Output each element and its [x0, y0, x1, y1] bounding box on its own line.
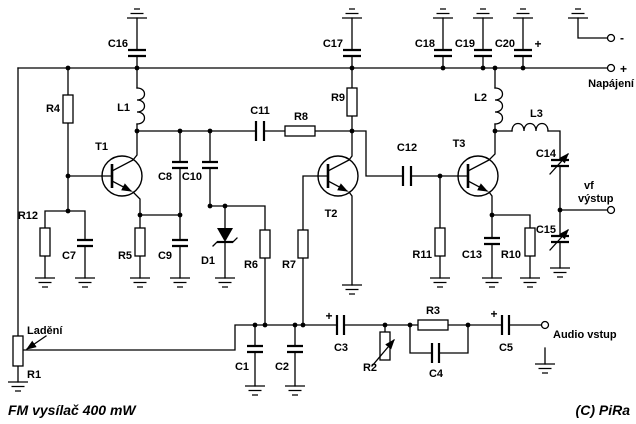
trimmer-capacitor-c15 [549, 229, 569, 251]
minus-sign-supply: - [620, 31, 624, 45]
power-plus-terminal [606, 63, 616, 73]
annotation-power-supply: Napájení [588, 78, 635, 90]
label-c12: C12 [397, 142, 417, 154]
plus-sign-c5: + [490, 307, 497, 321]
capacitor-c19 [474, 48, 492, 58]
label-l1: L1 [117, 102, 130, 114]
power-minus-terminal [606, 33, 616, 43]
label-l2: L2 [474, 92, 487, 104]
label-c14: C14 [536, 148, 557, 160]
capacitor-c10 [202, 160, 218, 170]
capacitor-c18 [434, 48, 452, 58]
resistor-r12 [39, 227, 51, 257]
labels: C16 C17 C18 C19 C20 + - + Napájení R4 L1… [8, 31, 635, 418]
copyright-text: (C) PiRa [576, 402, 631, 418]
capacitor-c5 [500, 315, 511, 335]
capacitor-c16 [128, 48, 146, 58]
label-c20: C20 [495, 38, 515, 50]
plus-sign-supply: + [620, 62, 627, 76]
rf-output-terminal [606, 205, 616, 215]
annotation-rf-output-1: vf [584, 180, 594, 192]
audio-input-terminal [540, 320, 550, 330]
label-t1: T1 [95, 141, 108, 153]
label-r8: R8 [294, 111, 308, 123]
inductor-l3 [511, 122, 549, 132]
transistor-t1 [101, 130, 143, 216]
label-r2: R2 [363, 362, 377, 374]
label-c2: C2 [275, 361, 289, 373]
label-c17: C17 [323, 38, 343, 50]
label-l3: L3 [530, 108, 543, 120]
label-c4: C4 [429, 368, 444, 380]
annotation-audio-input: Audio vstup [553, 329, 617, 341]
label-r4: R4 [46, 103, 61, 115]
capacitor-c1 [247, 344, 263, 354]
label-r3: R3 [426, 305, 440, 317]
annotation-rf-output-2: výstup [578, 193, 614, 205]
capacitor-c20 [514, 48, 532, 58]
ground-symbols [7, 8, 589, 396]
label-r10: R10 [501, 249, 521, 261]
label-r9: R9 [331, 92, 345, 104]
label-r12: R12 [18, 210, 38, 222]
label-c3: C3 [334, 342, 348, 354]
capacitor-c4 [430, 343, 441, 363]
label-c9: C9 [158, 250, 172, 262]
trimmer-capacitor-c14 [549, 153, 569, 175]
capacitor-c7 [77, 238, 93, 248]
resistor-r6 [259, 229, 271, 259]
label-r1: R1 [27, 369, 41, 381]
label-r5: R5 [118, 250, 132, 262]
capacitor-c13 [484, 236, 500, 246]
resistor-r10 [524, 227, 536, 257]
capacitor-c3 [335, 315, 346, 335]
label-r11: R11 [412, 249, 432, 261]
varicap-diode-d1 [212, 228, 238, 247]
label-c11: C11 [250, 105, 270, 117]
schematic-title: FM vysílač 400 mW [8, 402, 137, 418]
capacitor-c8 [172, 160, 188, 170]
inductor-l1 [136, 87, 146, 125]
capacitor-c17 [343, 48, 361, 58]
resistor-r11 [434, 227, 446, 257]
label-c19: C19 [455, 38, 475, 50]
resistor-r8 [284, 125, 316, 137]
label-c1: C1 [235, 361, 249, 373]
potentiometer-r1 [12, 335, 47, 367]
capacitor-c9 [172, 238, 188, 248]
resistor-r4 [62, 94, 74, 124]
plus-sign-c20: + [534, 37, 541, 51]
label-c15: C15 [536, 224, 556, 236]
label-c8: C8 [158, 171, 172, 183]
label-r7: R7 [282, 259, 296, 271]
label-c10: C10 [182, 171, 202, 183]
capacitor-c2 [287, 344, 303, 354]
transistor-t2 [317, 130, 359, 286]
resistor-r3 [417, 319, 449, 331]
resistor-r7 [297, 229, 309, 259]
label-c16: C16 [108, 38, 128, 50]
annotation-tuning: Ladění [27, 325, 63, 337]
label-d1: D1 [201, 255, 215, 267]
inductor-l2 [494, 87, 504, 125]
label-c18: C18 [415, 38, 435, 50]
label-c7: C7 [62, 250, 76, 262]
capacitor-c11 [254, 121, 266, 141]
potentiometer-r2 [371, 331, 395, 367]
label-c13: C13 [462, 249, 482, 261]
label-t3: T3 [453, 138, 466, 150]
resistor-r9 [346, 87, 358, 117]
label-r6: R6 [244, 259, 258, 271]
capacitor-c12 [401, 166, 413, 186]
interconnect-wiring [17, 17, 608, 387]
resistor-r5 [134, 227, 146, 257]
label-c5: C5 [499, 342, 513, 354]
label-t2: T2 [325, 208, 338, 220]
junction-dots [65, 65, 563, 328]
transistor-t3 [457, 130, 499, 216]
plus-sign-c3: + [325, 309, 332, 323]
